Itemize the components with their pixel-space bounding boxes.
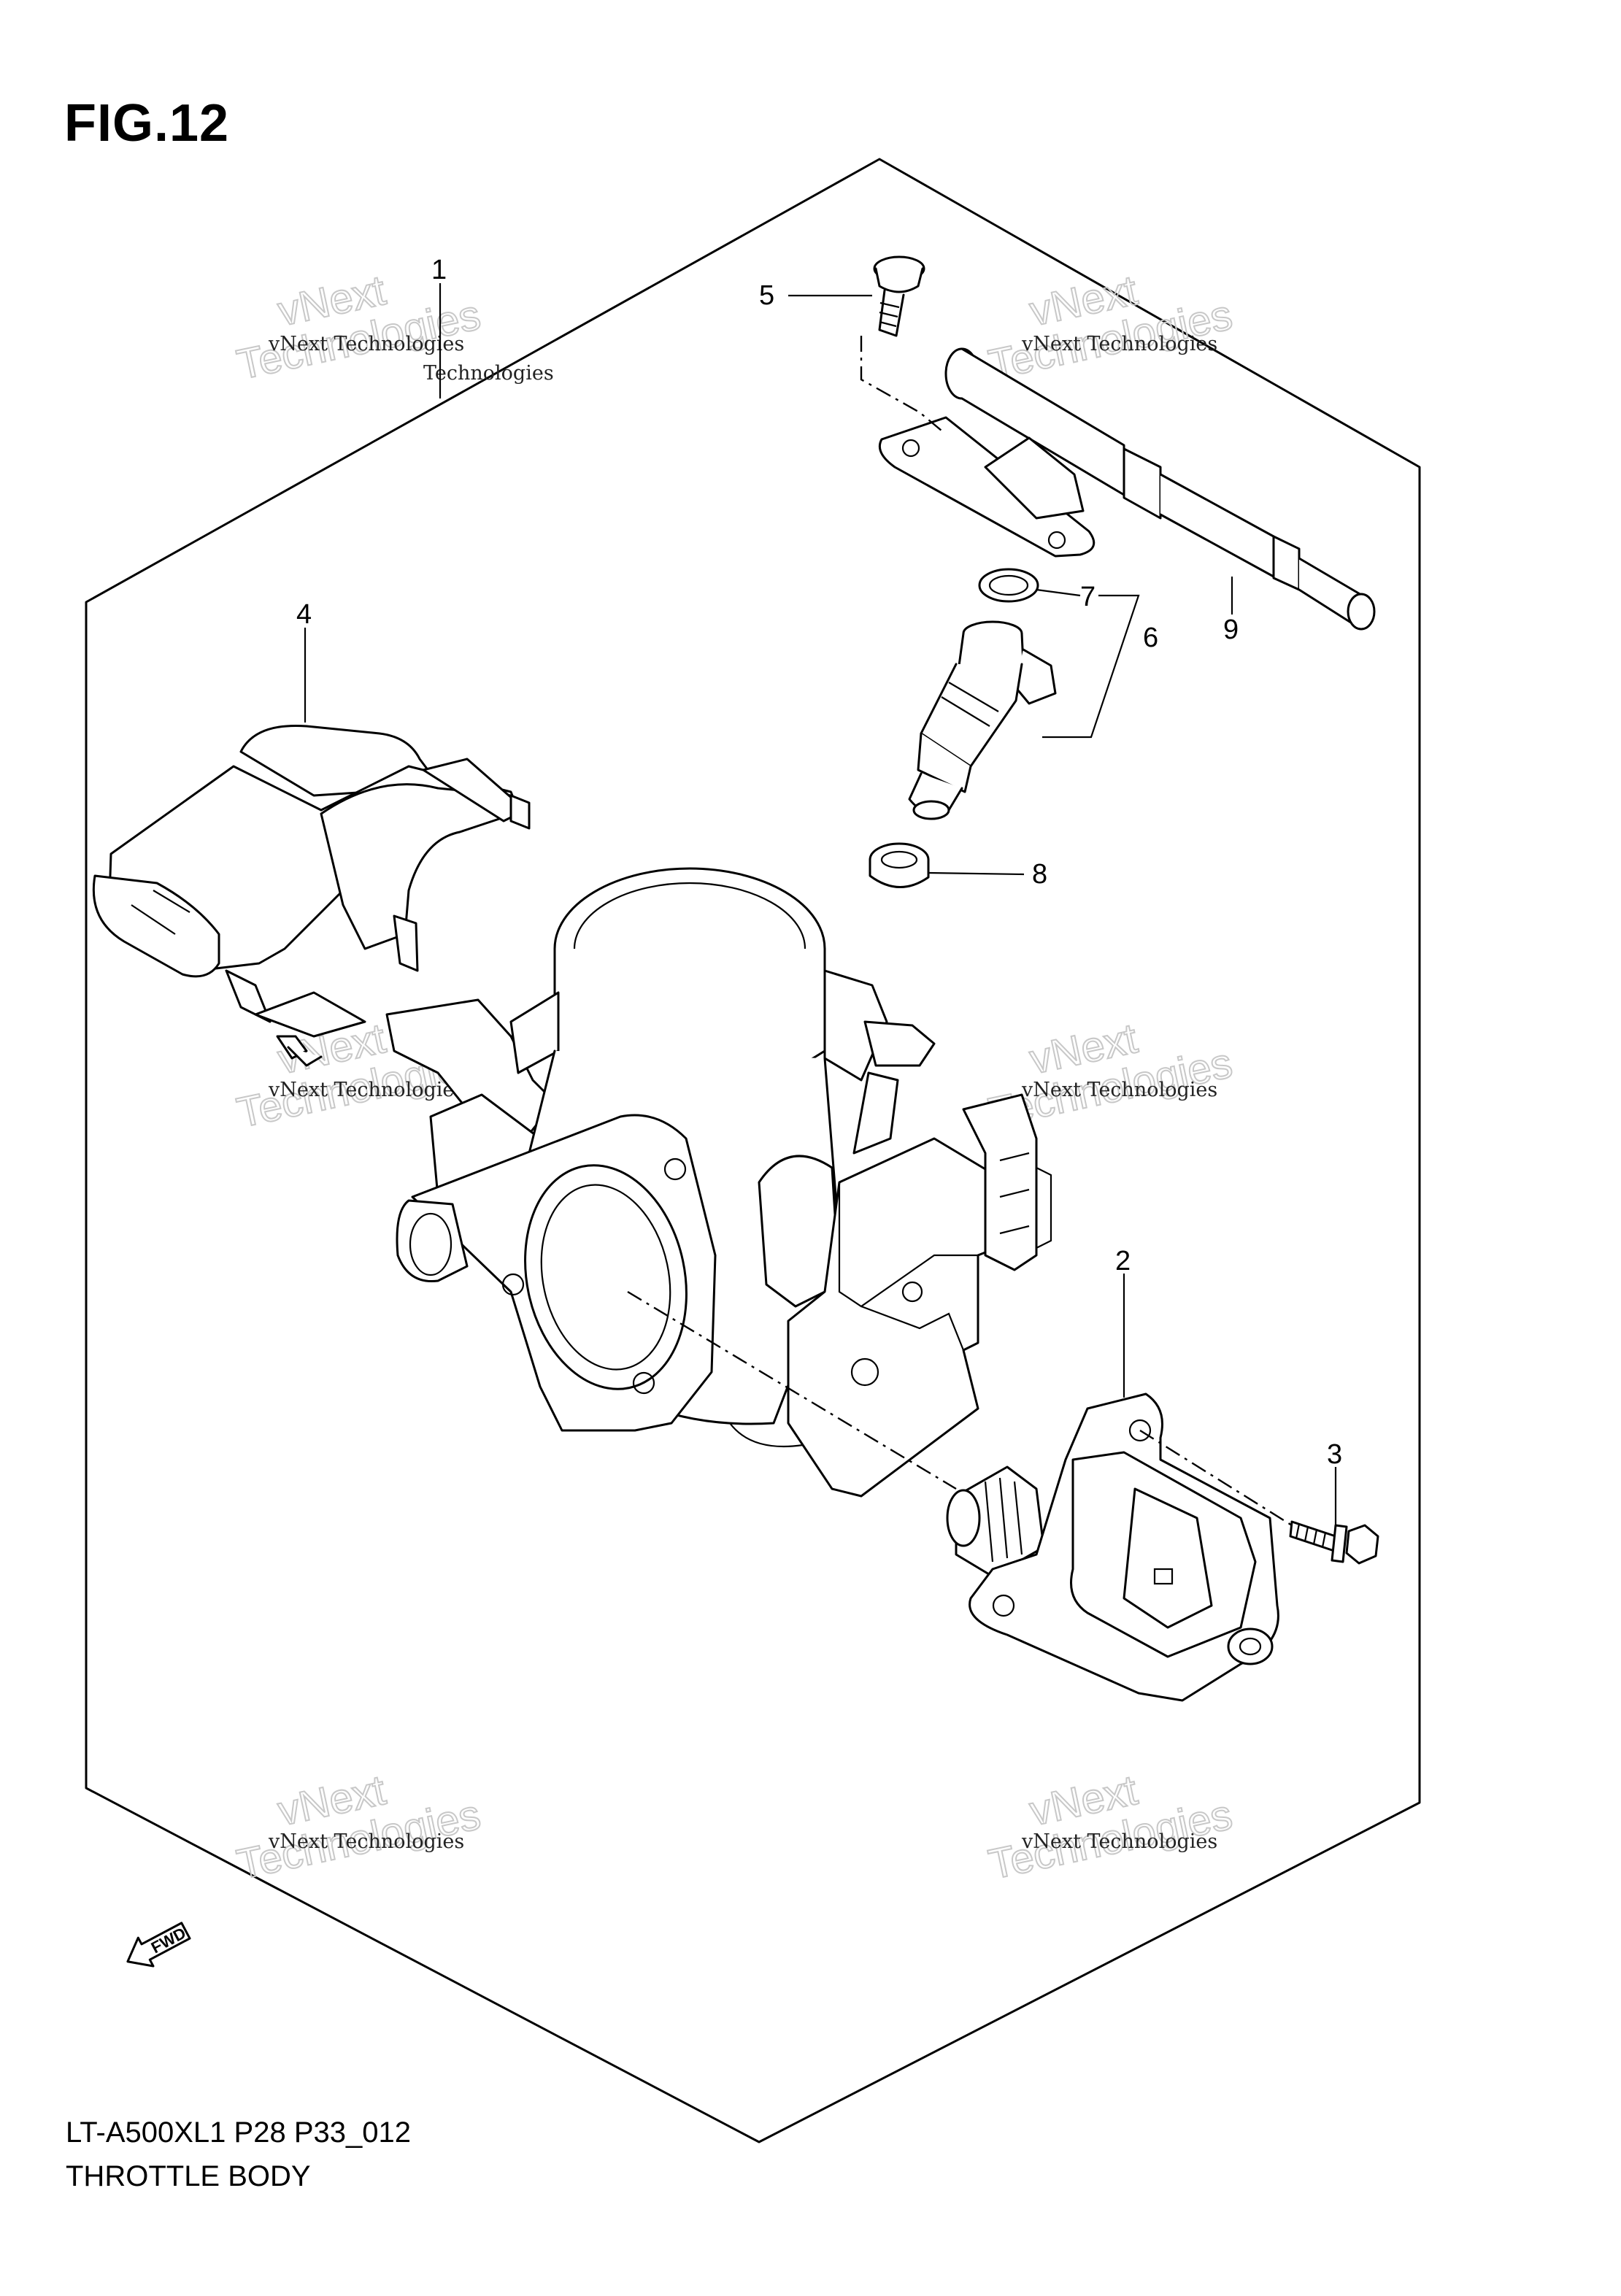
fwd-direction-marker: FWD <box>126 1922 191 1968</box>
callout-9: 9 <box>1223 615 1239 645</box>
svg-text:vNext Technologies: vNext Technologies <box>1021 1079 1217 1101</box>
callout-5: 5 <box>759 280 774 311</box>
diagram-code: LT-A500XL1 P28 P33_012 <box>66 2116 411 2149</box>
part-screw-5 <box>873 255 925 337</box>
part-seal-8 <box>869 842 930 888</box>
assembly-lines <box>627 336 1293 1527</box>
svg-text:vNext Technologies: vNext Technologies <box>1021 1830 1217 1853</box>
part-injector-6 <box>908 620 1057 820</box>
watermark: Technologies vNext <box>984 1765 1237 1889</box>
callout-1: 1 <box>431 255 447 285</box>
part-isc-valve-2 <box>946 1392 1279 1702</box>
svg-text:vNext Technologies: vNext Technologies <box>268 333 464 355</box>
part-o-ring-7 <box>978 568 1039 603</box>
watermark: Technologies vNext <box>232 1765 485 1889</box>
part-fuel-pipe-9 <box>878 347 1376 631</box>
callout-3: 3 <box>1327 1439 1342 1470</box>
diagram-name: THROTTLE BODY <box>66 2160 311 2192</box>
svg-text:Technologies: Technologies <box>423 362 554 385</box>
svg-text:vNext Technologies: vNext Technologies <box>268 1079 464 1101</box>
callout-6: 6 <box>1143 623 1158 653</box>
watermark: Technologies vNext <box>984 266 1237 390</box>
callout-2: 2 <box>1115 1246 1131 1276</box>
svg-text:vNext Technologies: vNext Technologies <box>1021 333 1217 355</box>
svg-text:FWD: FWD <box>148 1924 189 1957</box>
callout-8: 8 <box>1032 859 1047 890</box>
figure-title: FIG.12 <box>64 94 230 153</box>
callout-7: 7 <box>1080 582 1096 612</box>
assembly-outline <box>85 158 1421 2143</box>
part-sensor-4 <box>92 724 531 1067</box>
callout-4: 4 <box>296 599 312 630</box>
callouts: 1 2 3 4 5 6 7 8 9 <box>296 255 1342 1470</box>
part-bolt-3 <box>1289 1520 1379 1565</box>
leader-lines <box>304 283 1337 1527</box>
part-throttle-body <box>385 867 1052 1498</box>
svg-text:vNext Technologies: vNext Technologies <box>268 1830 464 1853</box>
